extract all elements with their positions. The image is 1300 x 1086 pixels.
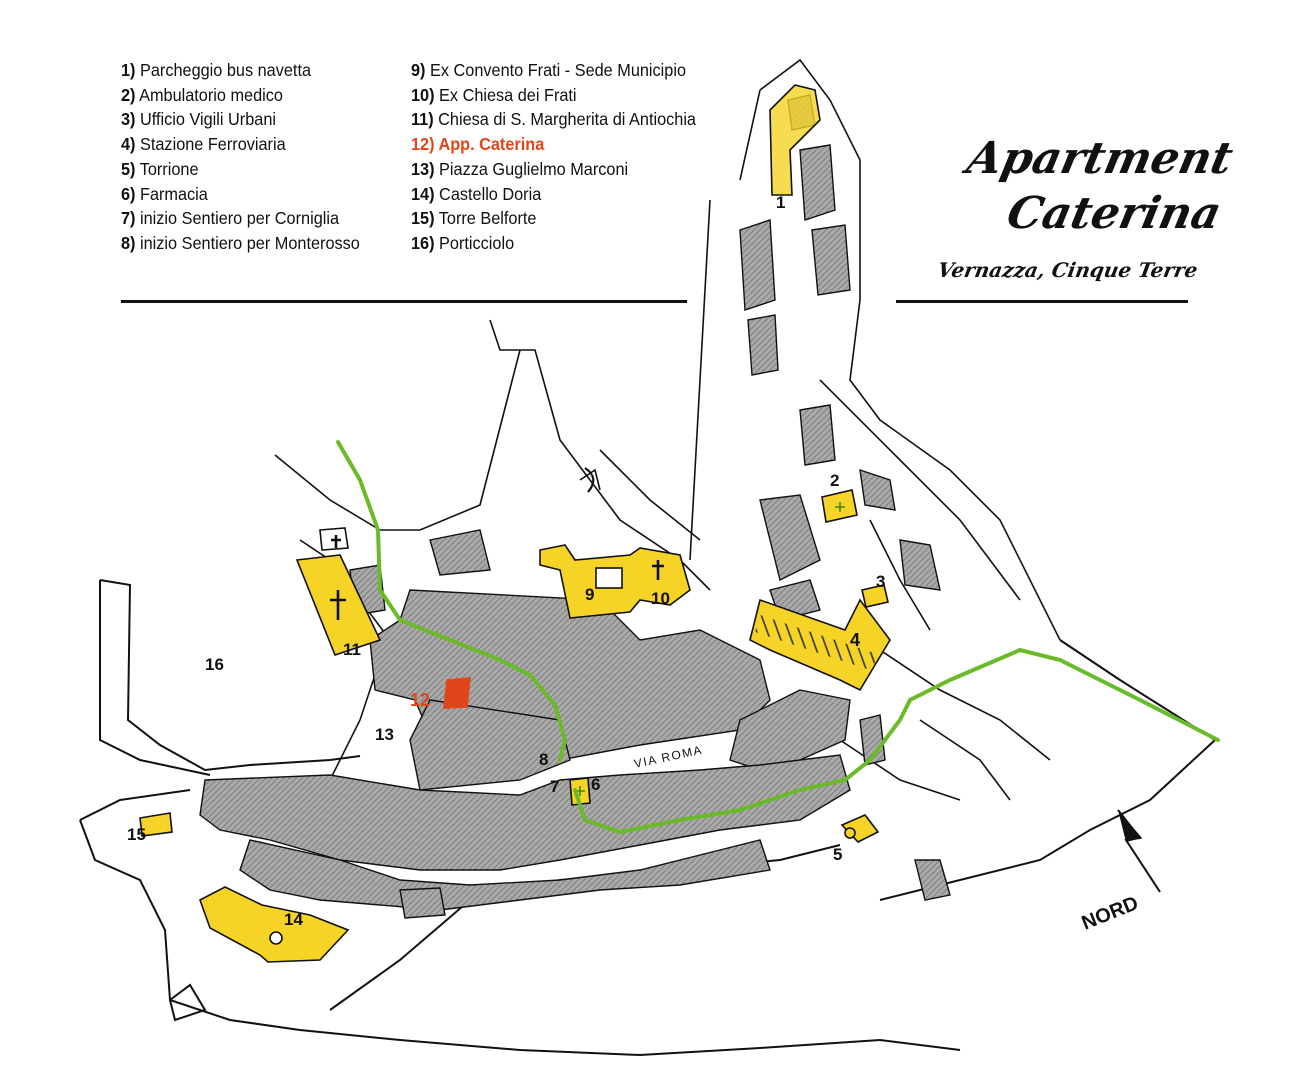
marker-13: 13	[375, 725, 394, 744]
legend-column-2: 9) Ex Convento Frati - Sede Municipio 10…	[411, 58, 717, 256]
legend-item: 11) Chiesa di S. Margherita di Antiochia	[411, 109, 696, 130]
landmarks	[139, 84, 891, 963]
legend-item: 15) Torre Belforte	[411, 208, 537, 229]
title-line-1: Apartment	[962, 133, 1238, 184]
landmark-15	[139, 812, 173, 837]
street-label: VIA ROMA	[633, 743, 704, 771]
marker-10: 10	[651, 589, 670, 608]
marker-3: 3	[876, 572, 885, 591]
legend-column-1: 1) Parcheggio bus navetta 2) Ambulatorio…	[121, 58, 378, 256]
church-crosses	[330, 535, 664, 620]
buildings	[199, 94, 951, 919]
subtitle: Vernazza, Cinque Terre	[935, 258, 1200, 282]
legend-item: 16) Porticciolo	[411, 232, 515, 253]
landmark-1	[769, 84, 821, 196]
terrain-lines	[274, 58, 1061, 801]
legend-item: 13) Piazza Guglielmo Marconi	[411, 158, 629, 179]
marker-4: 4	[850, 630, 860, 650]
legend-item: 14) Castello Doria	[411, 183, 542, 204]
legend-item: 3) Ufficio Vigili Urbani	[121, 109, 277, 130]
legend-item: 10) Ex Chiesa dei Frati	[411, 84, 577, 105]
marker-8: 8	[539, 750, 548, 769]
divider-right	[896, 300, 1188, 303]
marker-2: 2	[830, 471, 839, 490]
hiking-trails	[336, 440, 1220, 835]
legend-item: 4) Stazione Ferroviaria	[121, 134, 286, 155]
title-line-2: Caterina	[1002, 188, 1226, 239]
landmark-14-castle	[199, 886, 350, 963]
marker-12: 12	[410, 690, 430, 710]
divider-left	[121, 300, 687, 303]
marker-7: 7	[550, 777, 559, 796]
marker-1: 1	[776, 193, 785, 212]
marker-5: 5	[833, 845, 842, 864]
legend-item: 5) Torrione	[121, 158, 199, 179]
legend-item: 7) inizio Sentiero per Corniglia	[121, 208, 340, 229]
landmark-3	[861, 584, 889, 608]
map-markers: 1 2 3 4 5 6 7 8 9 10 11 12 13 14 15 16	[127, 193, 885, 929]
legend-item: 9) Ex Convento Frati - Sede Municipio	[411, 60, 687, 80]
marker-15: 15	[127, 825, 146, 844]
landmark-4-rails	[755, 615, 880, 670]
legend-item-highlight: 12) App. Caterina	[411, 134, 545, 155]
legend-item: 8) inizio Sentiero per Monterosso	[121, 232, 360, 253]
marker-11: 11	[343, 640, 361, 659]
marker-9: 9	[585, 585, 594, 604]
headland-arc	[584, 467, 595, 493]
legend-item: 6) Farmacia	[121, 183, 208, 204]
legend-item: 2) Ambulatorio medico	[121, 84, 283, 105]
pharmacy-crosses	[575, 502, 845, 796]
legend-item: 1) Parcheggio bus navetta	[121, 60, 312, 80]
landmark-12-apartment	[443, 677, 471, 709]
north-label: NORD	[1079, 892, 1142, 934]
marker-6: 6	[591, 775, 600, 794]
marker-16: 16	[205, 655, 224, 674]
marker-14: 14	[284, 910, 303, 929]
